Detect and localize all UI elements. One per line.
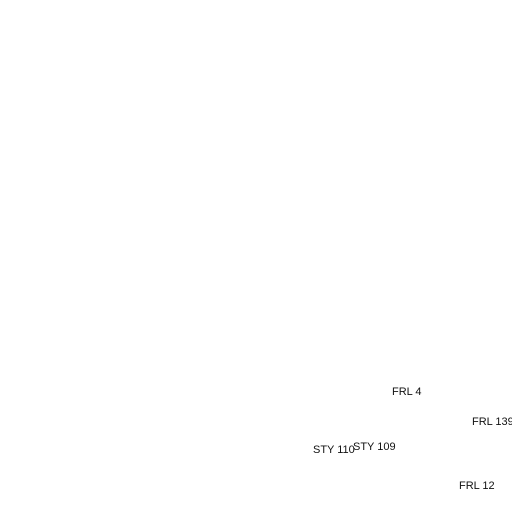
map-label-frl-4: FRL 4 [392,386,422,398]
map-label-sty-110: STY 110 [313,444,355,456]
map-label-frl-12: FRL 12 [459,480,495,492]
map-label-sty-109: STY 109 [353,441,396,453]
map-label-frl-139: FRL 139 [472,416,512,428]
